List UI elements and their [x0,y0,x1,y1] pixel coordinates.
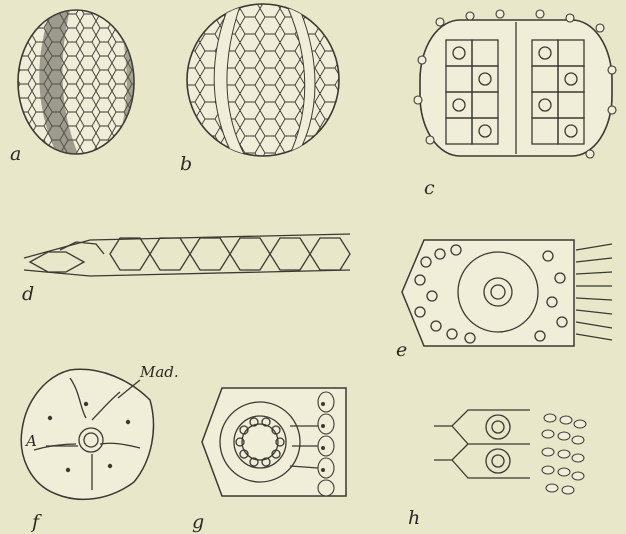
figure-label-a: a [10,143,21,165]
figure-g-plate [202,388,346,496]
figure-label-d: d [22,283,34,305]
figure-label-c: c [424,177,435,199]
figure-f-apical [21,369,153,499]
figure-d-strip [24,234,350,276]
figure-h-plate [434,410,586,494]
figure-label-e: e [396,339,407,361]
figure-label-h: h [408,507,420,529]
annotation-anal: A [24,432,37,450]
figure-label-b: b [180,153,192,175]
figure-label-g: g [192,511,204,533]
figure-c-test [414,10,616,158]
figure-label-f: f [30,511,42,533]
annotation-madreporite: Mad. [139,363,179,381]
figure-e-plate [402,240,612,346]
figure-b-sphere [186,4,340,158]
figure-a-sphere [14,8,140,158]
